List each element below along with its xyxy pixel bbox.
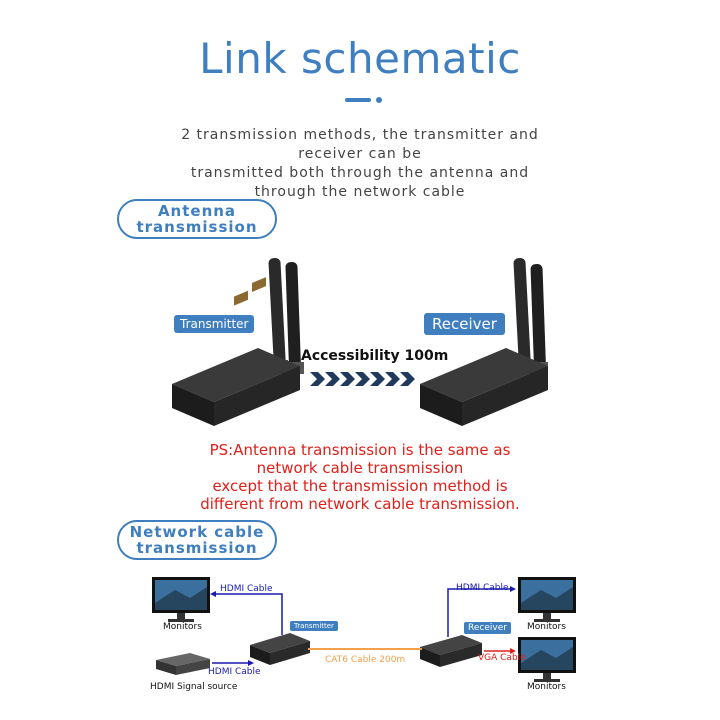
antenna (268, 258, 286, 368)
antenna-section-pill: Antenna transmission (117, 199, 277, 239)
hdmi-cable-label: HDMI Cable (220, 584, 273, 594)
monitor-right-top (518, 577, 576, 622)
pill-line: Network cable (129, 523, 265, 541)
transmitter-tag: Transmitter (290, 621, 338, 631)
ps-line: network cable transmission (256, 459, 464, 477)
monitor-left (152, 577, 210, 622)
transmitter-device (172, 258, 304, 426)
title-underline-dot (376, 97, 382, 103)
monitors-left-label: Monitors (163, 622, 202, 632)
ps-line: except that the transmission method is (212, 477, 508, 495)
page-title: Link schematic (199, 34, 521, 83)
monitor-right-bottom (518, 637, 576, 682)
receiver-box (420, 635, 482, 667)
ps-note: PS:Antenna transmission is the same as n… (140, 441, 580, 513)
network-diagram (152, 577, 576, 682)
hdmi-cable-label: HDMI Cable (456, 583, 509, 593)
pill-line: transmission (136, 218, 258, 236)
receiver-tag: Receiver (464, 622, 511, 634)
intro-line: transmitted both through the antenna and (190, 165, 530, 181)
hdmi-source-device (156, 653, 210, 675)
pill-line: transmission (136, 539, 258, 557)
hdmi-cable-line (447, 588, 512, 637)
monitors-right-top-label: Monitors (527, 622, 566, 632)
intro-line: receiver can be (298, 146, 422, 162)
hdmi-source-label: HDMI Signal source (150, 682, 238, 692)
intro-line: through the network cable (254, 184, 466, 200)
network-section-pill: Network cable transmission (117, 520, 277, 560)
pill-line: Antenna (157, 202, 237, 220)
antenna (285, 261, 301, 371)
vga-cable-label: VGA Cable (478, 653, 526, 663)
hdmi-cable-line (214, 593, 283, 635)
cat6-label: CAT6 Cable 200m (325, 655, 406, 665)
antenna (513, 258, 531, 368)
receiver-label: Receiver (424, 313, 505, 335)
antenna-diagram (172, 258, 548, 426)
transmitter-label: Transmitter (174, 315, 255, 333)
receiver-device (420, 258, 548, 426)
intro-line: 2 transmission methods, the transmitter … (181, 127, 539, 143)
transmitter-box (250, 633, 310, 665)
ps-line: different from network cable transmissio… (200, 495, 520, 513)
title-underline (345, 98, 371, 102)
range-label: Accessibility 100m (301, 348, 449, 364)
ps-line: PS:Antenna transmission is the same as (209, 441, 511, 459)
antenna (530, 263, 546, 371)
hdmi-cable-label: HDMI Cable (208, 667, 261, 677)
signal-arrows (310, 372, 415, 386)
intro-text: 2 transmission methods, the transmitter … (150, 126, 570, 202)
monitors-right-bottom-label: Monitors (527, 682, 566, 692)
